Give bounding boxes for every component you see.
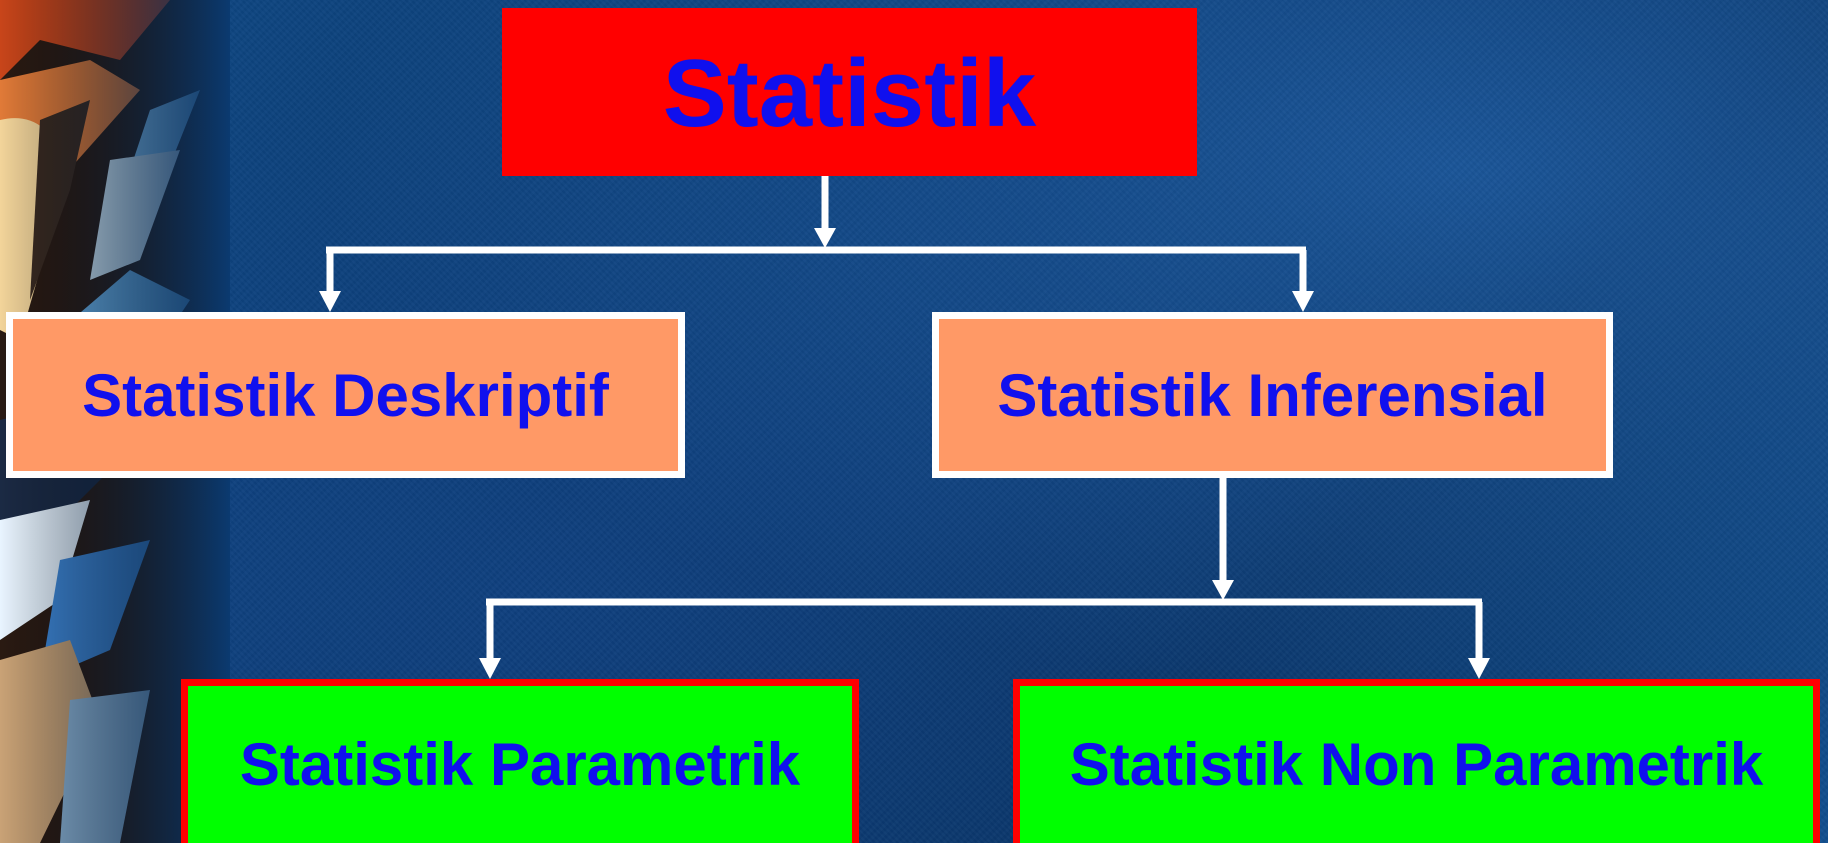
node-statistik-parametrik: Statistik Parametrik	[181, 679, 859, 843]
arrow-to-inferential	[1292, 291, 1314, 312]
node-statistik-inferensial-label: Statistik Inferensial	[997, 361, 1548, 429]
node-statistik-inferensial: Statistik Inferensial	[932, 312, 1613, 478]
node-statistik-non-parametrik-label: Statistik Non Parametrik	[1069, 731, 1764, 798]
node-statistik-label: Statistik	[662, 40, 1037, 147]
arrow-to-parametric	[479, 658, 501, 679]
arrow-to-nonparametric	[1468, 658, 1490, 679]
node-statistik: Statistik	[502, 8, 1197, 176]
arrow-root-down	[814, 228, 836, 248]
node-statistik-non-parametrik: Statistik Non Parametrik	[1013, 679, 1820, 843]
node-statistik-parametrik-label: Statistik Parametrik	[239, 731, 801, 798]
arrow-to-descriptive	[319, 291, 341, 312]
node-statistik-deskriptif: Statistik Deskriptif	[6, 312, 685, 478]
arrow-inferential-down	[1212, 580, 1234, 600]
node-statistik-deskriptif-label: Statistik Deskriptif	[82, 361, 609, 429]
